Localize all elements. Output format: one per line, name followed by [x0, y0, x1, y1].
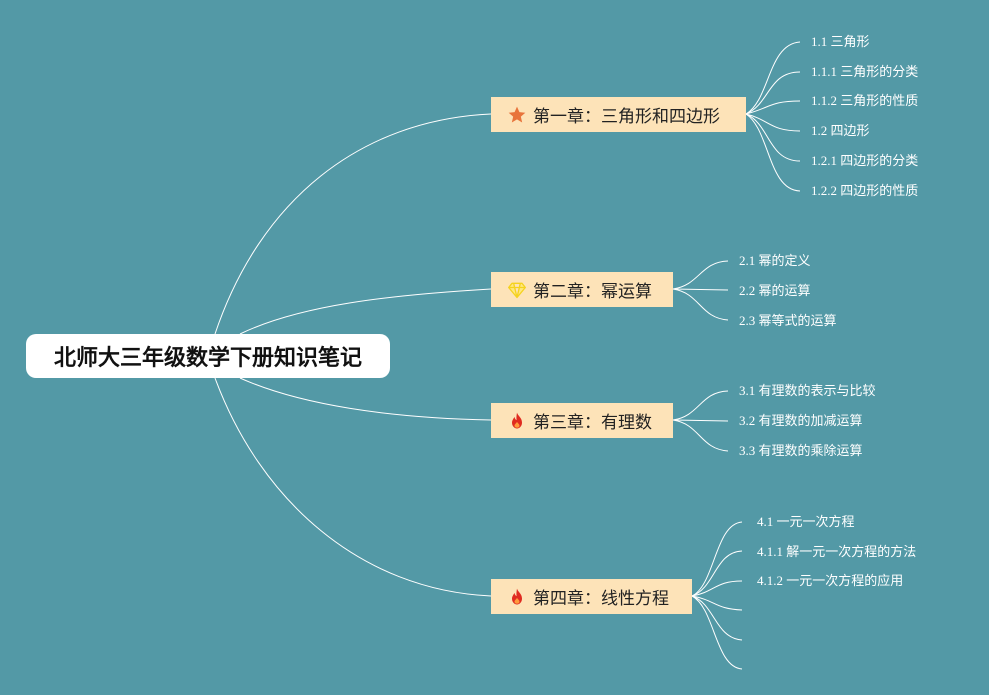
chapter-node-4[interactable]: 第四章：线性方程 — [491, 579, 692, 614]
ch1-connector-4 — [745, 113, 801, 132]
ch1-connector-5 — [745, 113, 801, 162]
ch3-connector-3 — [672, 419, 729, 452]
ch1-connector-6 — [745, 113, 801, 192]
root-connector-4 — [214, 377, 492, 597]
topic-2-1[interactable]: 2.1 幂的定义 — [739, 253, 811, 268]
fire-icon — [507, 587, 527, 607]
topic-3-2[interactable]: 3.2 有理数的加减运算 — [739, 413, 863, 428]
root-node[interactable]: 北师大三年级数学下册知识笔记 — [26, 334, 390, 378]
ch3-connector-2 — [672, 419, 729, 422]
topic-3-1[interactable]: 3.1 有理数的表示与比较 — [739, 383, 876, 398]
root-connector-2 — [239, 288, 492, 335]
topic-1-6[interactable]: 1.2.2 四边形的性质 — [811, 183, 919, 198]
root-connector-3 — [239, 377, 492, 421]
chapter-title-4: 第四章：线性方程 — [533, 589, 669, 609]
ch2-connector-2 — [672, 288, 729, 291]
chapter-title-1: 第一章：三角形和四边形 — [533, 107, 720, 127]
chapter-node-2[interactable]: 第二章：幂运算 — [491, 272, 673, 307]
ch4-connector-1 — [691, 521, 743, 597]
topic-2-3[interactable]: 2.3 幂等式的运算 — [739, 313, 837, 328]
ch1-connector-3 — [745, 100, 801, 115]
ch2-connector-1 — [672, 260, 729, 290]
topic-1-1[interactable]: 1.1 三角形 — [811, 34, 870, 49]
topic-4-2[interactable]: 4.1.1 解一元一次方程的方法 — [757, 544, 917, 559]
chapter-node-3[interactable]: 第三章：有理数 — [491, 403, 673, 438]
topic-1-4[interactable]: 1.2 四边形 — [811, 123, 870, 138]
topic-4-1[interactable]: 4.1 一元一次方程 — [757, 514, 855, 529]
topic-1-3[interactable]: 1.1.2 三角形的性质 — [811, 93, 919, 108]
topic-3-3[interactable]: 3.3 有理数的乘除运算 — [739, 443, 863, 458]
chapter-title-2: 第二章：幂运算 — [533, 282, 652, 302]
topic-1-2[interactable]: 1.1.1 三角形的分类 — [811, 64, 919, 79]
topic-2-2[interactable]: 2.2 幂的运算 — [739, 283, 811, 298]
ch4-connector-2 — [691, 550, 743, 597]
ch1-connector-2 — [745, 71, 801, 115]
chapter-node-1[interactable]: 第一章：三角形和四边形 — [491, 97, 746, 132]
ch4-connector-3 — [691, 580, 743, 597]
chapter-title-3: 第三章：有理数 — [533, 413, 652, 433]
ch1-connector-1 — [745, 41, 801, 115]
star-icon — [507, 105, 527, 125]
ch2-connector-3 — [672, 288, 729, 321]
root-title: 北师大三年级数学下册知识笔记 — [53, 346, 362, 371]
topic-1-5[interactable]: 1.2.1 四边形的分类 — [811, 153, 919, 168]
diamond-icon — [507, 280, 527, 300]
root-connector-1 — [214, 113, 492, 335]
ch4-connector-6 — [691, 595, 743, 670]
ch4-connector-5 — [691, 595, 743, 641]
topic-4-3[interactable]: 4.1.2 一元一次方程的应用 — [757, 573, 904, 588]
fire-icon — [507, 411, 527, 431]
ch3-connector-1 — [672, 390, 729, 421]
ch4-connector-4 — [691, 595, 743, 611]
